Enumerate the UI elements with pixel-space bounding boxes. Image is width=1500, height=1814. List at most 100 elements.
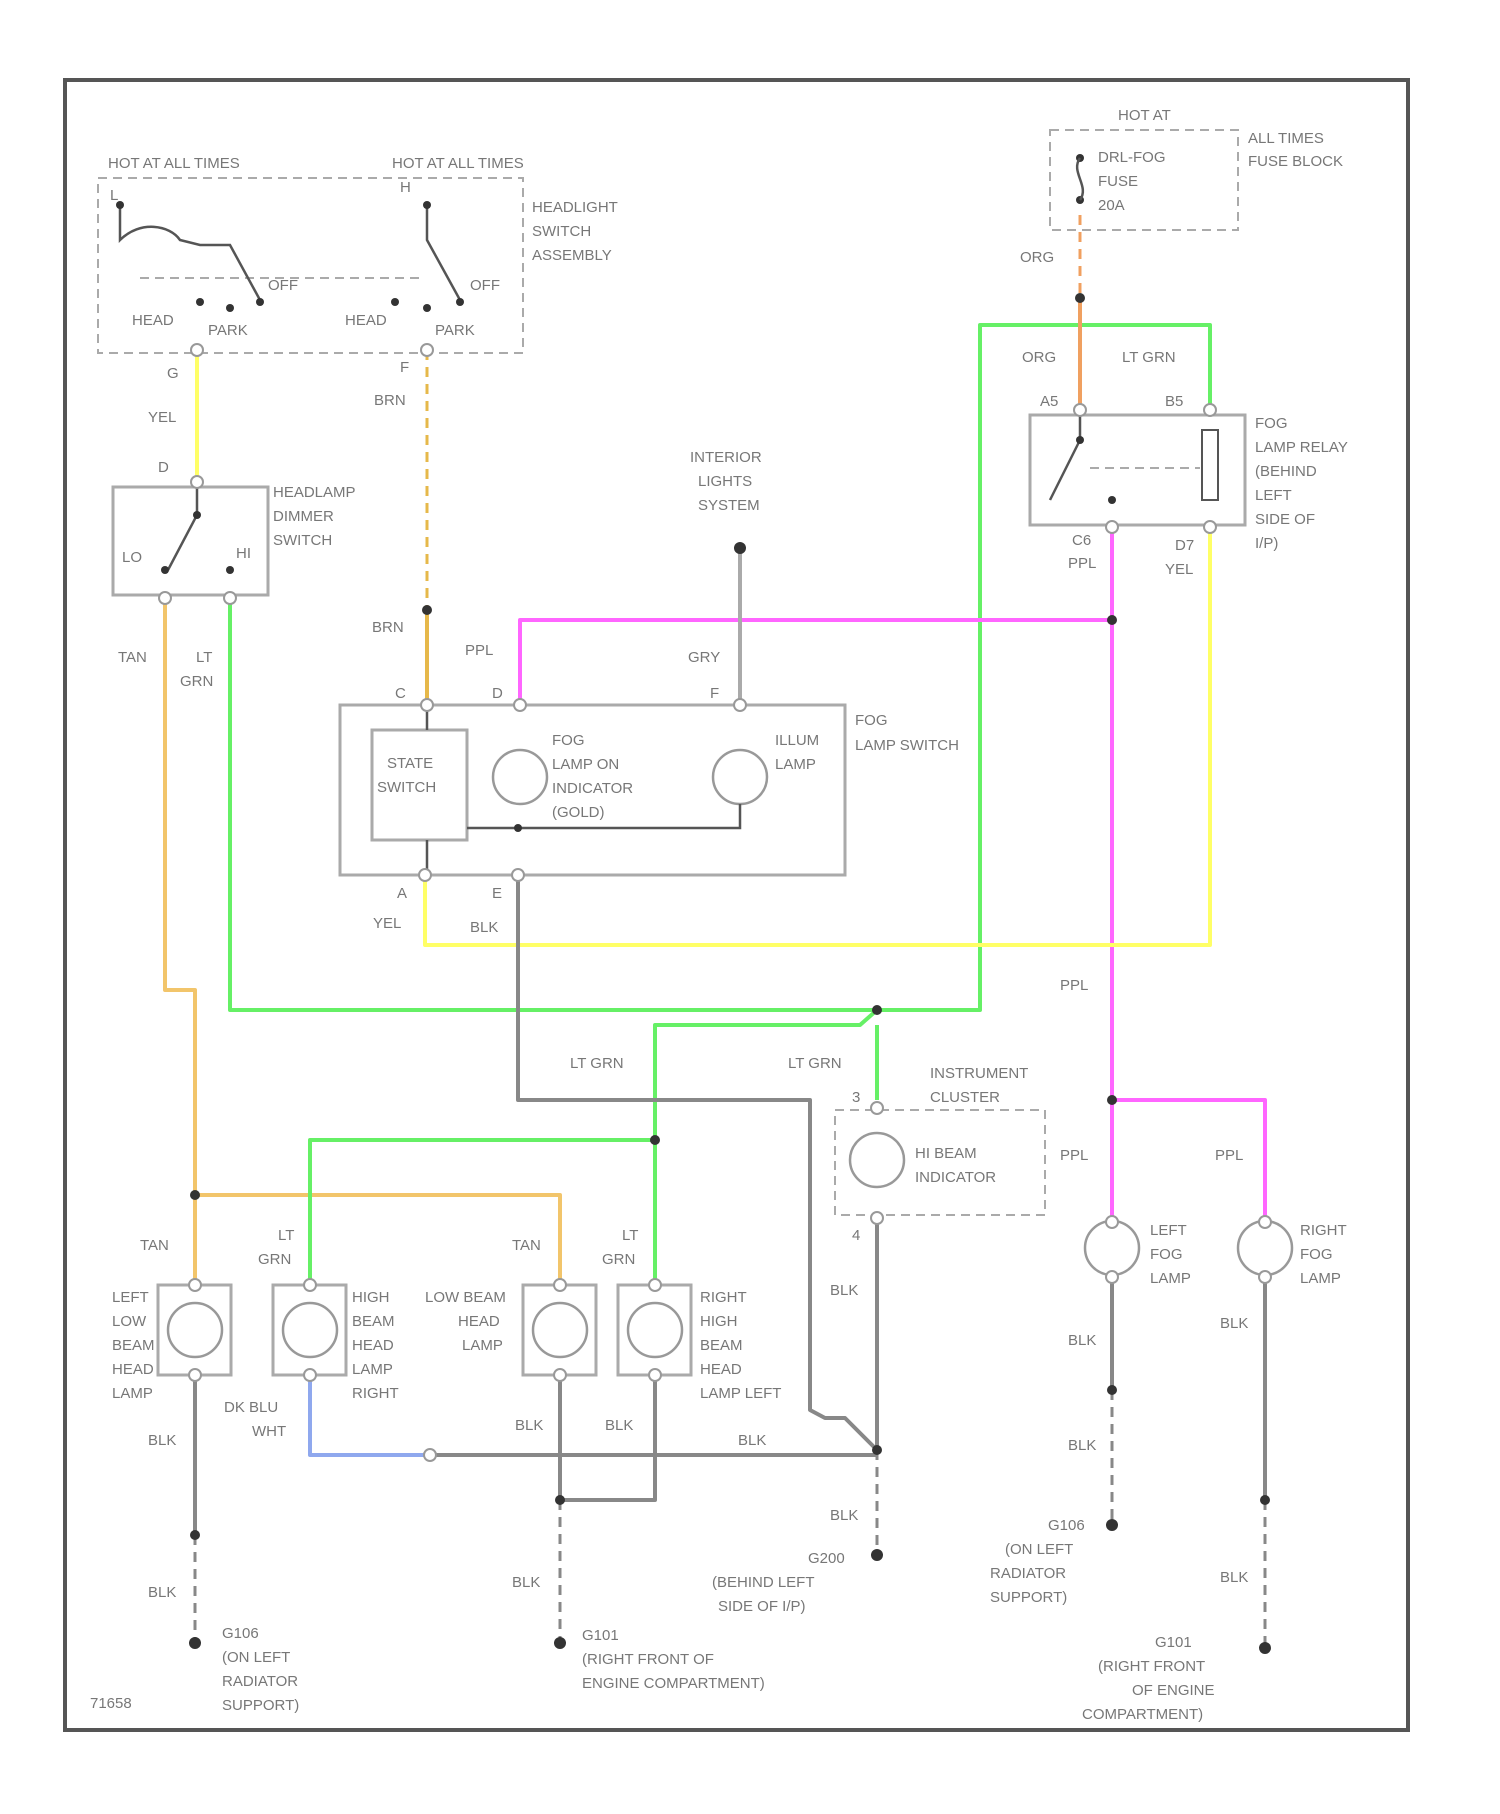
fuse-rating: 20A — [1098, 197, 1125, 214]
hot-label-1: HOT AT ALL TIMES — [108, 155, 240, 172]
w-blk-8: BLK — [1220, 1315, 1248, 1332]
g4-2: (ON LEFT — [1005, 1541, 1073, 1558]
w-dk-blu-1: DK BLU — [224, 1399, 278, 1416]
left-fog-1: LEFT — [1150, 1222, 1187, 1239]
state-switch-2: SWITCH — [377, 779, 436, 796]
hl-park-1: PARK — [208, 322, 248, 339]
g1-1: G106 — [222, 1625, 259, 1642]
g5-2: (RIGHT FRONT — [1098, 1658, 1205, 1675]
headlamp-dimmer-switch — [113, 476, 268, 604]
cluster-name-2: CLUSTER — [930, 1089, 1000, 1106]
high-right-4: LAMP — [352, 1361, 393, 1378]
rhigh-2: HIGH — [700, 1313, 738, 1330]
hot-label-2: HOT AT ALL TIMES — [392, 155, 524, 172]
hl-off-1: OFF — [268, 277, 298, 294]
w-grn-a: GRN — [258, 1251, 291, 1268]
w-blk-3: BLK — [148, 1432, 176, 1449]
w-ppl-2: PPL — [1060, 977, 1088, 994]
w-ppl-4: PPL — [1215, 1147, 1243, 1164]
relay-pin-d7: D7 — [1175, 537, 1194, 554]
dimmer-name-2: DIMMER — [273, 508, 334, 525]
fog-pin-c: C — [395, 685, 406, 702]
fog-ind-2: LAMP ON — [552, 756, 619, 773]
g5-4: COMPARTMENT) — [1082, 1706, 1203, 1723]
w-grn-b: GRN — [602, 1251, 635, 1268]
dimmer-pin-d: D — [158, 459, 169, 476]
hi-beam-ind-1: HI BEAM — [915, 1145, 977, 1162]
g1-4: SUPPORT) — [222, 1697, 299, 1714]
fog-lamp-relay — [1030, 404, 1245, 533]
labels: 71658 HOT AT ALL TIMES HOT AT ALL TIMES … — [90, 107, 1348, 1723]
w-lt-grn-2: LT GRN — [1122, 349, 1176, 366]
illum-2: LAMP — [775, 756, 816, 773]
g3-3: SIDE OF I/P) — [718, 1598, 806, 1615]
w-blk-10: BLK — [830, 1507, 858, 1524]
interior-lights-2: LIGHTS — [698, 473, 752, 490]
relay-name-5: SIDE OF — [1255, 511, 1315, 528]
high-right-2: BEAM — [352, 1313, 395, 1330]
hl-pin-f: F — [400, 359, 409, 376]
w-blk-4: BLK — [515, 1417, 543, 1434]
hl-pin-h: H — [400, 179, 411, 196]
fog-switch-name-2: LAMP SWITCH — [855, 737, 959, 754]
fog-pin-d: D — [492, 685, 503, 702]
w-lt-b: LT — [622, 1227, 638, 1244]
hl-pin-l: L — [110, 187, 118, 204]
g4-4: SUPPORT) — [990, 1589, 1067, 1606]
w-yel-2: YEL — [373, 915, 401, 932]
relay-name-3: (BEHIND — [1255, 463, 1317, 480]
interior-lights-3: SYSTEM — [698, 497, 760, 514]
fog-switch-name-1: FOG — [855, 712, 888, 729]
left-low-5: LAMP — [112, 1385, 153, 1402]
relay-pin-b5: B5 — [1165, 393, 1183, 410]
right-fog-3: LAMP — [1300, 1270, 1341, 1287]
wire-ppl-switch — [520, 620, 1112, 700]
relay-pin-a5: A5 — [1040, 393, 1058, 410]
cluster-pin-4: 4 — [852, 1227, 860, 1244]
left-low-4: HEAD — [112, 1361, 154, 1378]
w-blk-2: BLK — [830, 1282, 858, 1299]
headlight-switch-name-2: SWITCH — [532, 223, 591, 240]
w-ppl-1: PPL — [465, 642, 493, 659]
w-brn-1: BRN — [374, 392, 406, 409]
w-blk-9: BLK — [1068, 1437, 1096, 1454]
rhigh-1: RIGHT — [700, 1289, 747, 1306]
g5-3: OF ENGINE — [1132, 1682, 1215, 1699]
headlight-switch-name-1: HEADLIGHT — [532, 199, 618, 216]
rhigh-5: LAMP LEFT — [700, 1385, 781, 1402]
fuse-block-label: FUSE BLOCK — [1248, 153, 1343, 170]
wire-tan-branch — [195, 1195, 560, 1280]
hl-park-2: PARK — [435, 322, 475, 339]
high-right-1: HIGH — [352, 1289, 390, 1306]
w-tan-2: TAN — [140, 1237, 169, 1254]
fog-pin-e: E — [492, 885, 502, 902]
wire-blk-rhigh — [560, 1375, 655, 1500]
wire-lt-grn-hi — [230, 325, 1210, 1010]
w-gry: GRY — [688, 649, 720, 666]
right-fog-1: RIGHT — [1300, 1222, 1347, 1239]
w-dk-blu-2: WHT — [252, 1423, 286, 1440]
hl-pin-g: G — [167, 365, 179, 382]
relay-name-6: I/P) — [1255, 535, 1278, 552]
dimmer-lo: LO — [122, 549, 142, 566]
w-ppl-relay: PPL — [1068, 555, 1096, 572]
g5-1: G101 — [1155, 1634, 1192, 1651]
diagram-frame — [65, 80, 1408, 1730]
w-lt-grn-4: LT GRN — [788, 1055, 842, 1072]
interior-lights-1: INTERIOR — [690, 449, 762, 466]
fog-ind-4: (GOLD) — [552, 804, 605, 821]
g4-1: G106 — [1048, 1517, 1085, 1534]
low-right-1: LOW BEAM — [425, 1289, 506, 1306]
w-blk-11: BLK — [148, 1584, 176, 1601]
w-brn-2: BRN — [372, 619, 404, 636]
w-org-1: ORG — [1020, 249, 1054, 266]
left-fog-3: LAMP — [1150, 1270, 1191, 1287]
g4-3: RADIATOR — [990, 1565, 1066, 1582]
g2-2: (RIGHT FRONT OF — [582, 1651, 714, 1668]
w-blk-7: BLK — [1068, 1332, 1096, 1349]
w-blk-12: BLK — [512, 1574, 540, 1591]
w-lt-a: LT — [278, 1227, 294, 1244]
left-low-1: LEFT — [112, 1289, 149, 1306]
fuse-name: DRL-FOG — [1098, 149, 1166, 166]
left-low-2: LOW — [112, 1313, 147, 1330]
